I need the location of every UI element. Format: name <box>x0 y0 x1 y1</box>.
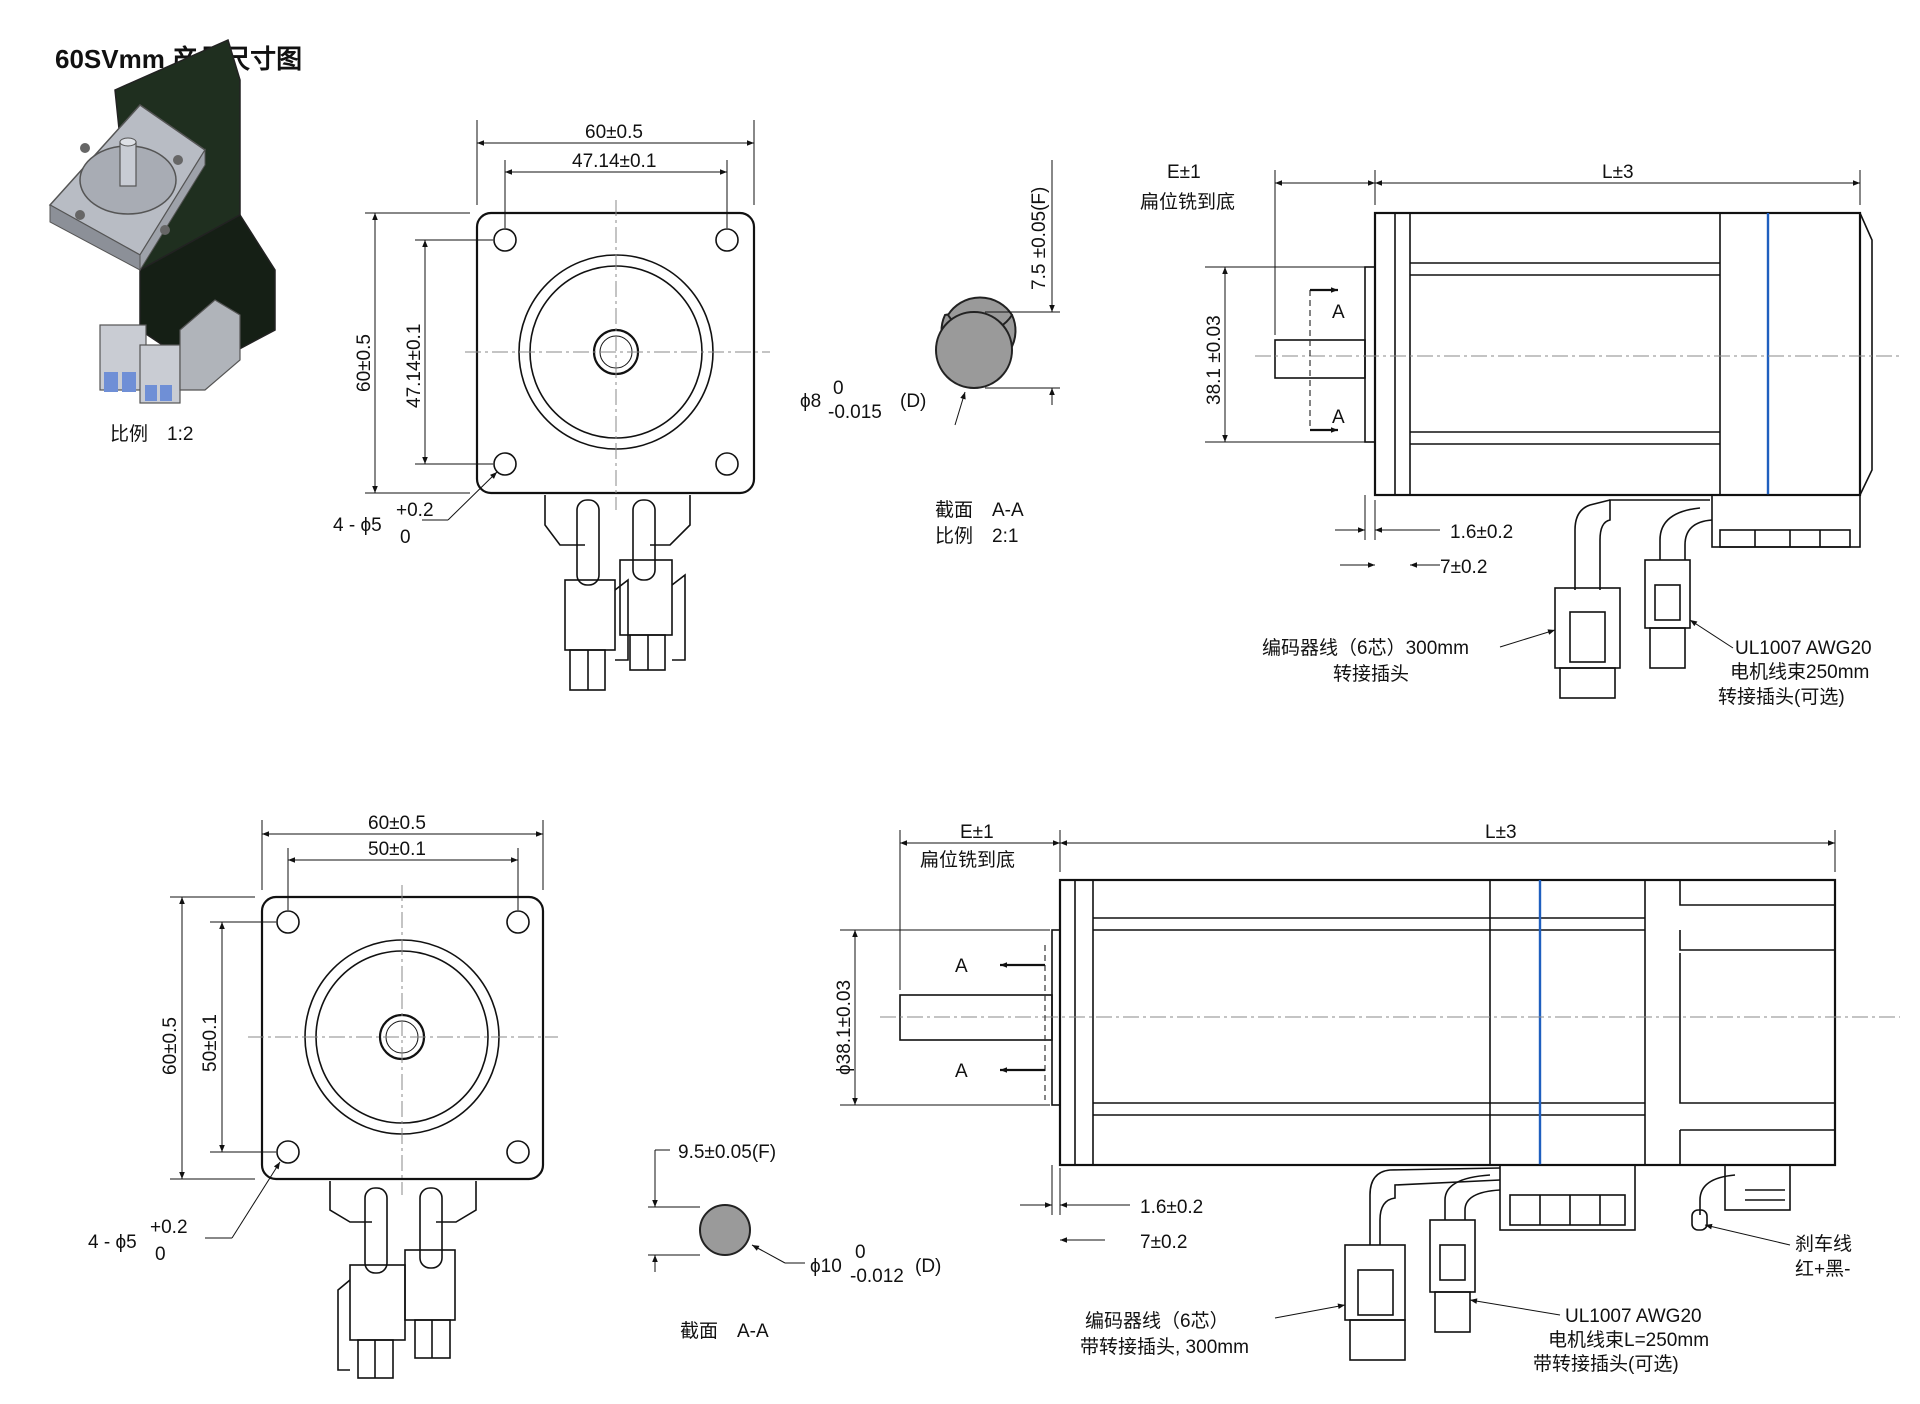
top-side-pilot-dim: 38.1 ±0.03 <box>1204 315 1225 405</box>
bottom-front-view <box>170 820 558 1379</box>
top-side-view <box>1205 170 1900 699</box>
bottom-front-height-dim: 60±0.5 <box>160 1017 181 1075</box>
top-side-flange-dim: 1.6±0.2 <box>1450 522 1513 543</box>
bottom-section-dia-tol-up: 0 <box>855 1242 866 1263</box>
bottom-side-7-dim: 7±0.2 <box>1140 1232 1187 1253</box>
top-front-holes-tol-down: 0 <box>400 527 411 548</box>
top-front-hole-v-dim: 47.14±0.1 <box>404 324 425 408</box>
top-side-section-mark-upper: A <box>1332 302 1345 323</box>
top-front-holes-tol-up: +0.2 <box>396 500 434 521</box>
bottom-side-section-mark-lower: A <box>955 1061 968 1082</box>
top-side-e-dim: E±1 <box>1167 162 1201 183</box>
bottom-side-pilot-dim: ϕ38.1±0.03 <box>834 980 855 1075</box>
top-shaft-section <box>935 160 1060 426</box>
bottom-front-width-dim: 60±0.5 <box>368 813 426 834</box>
bottom-section-flat-dim: 9.5±0.05(F) <box>678 1142 776 1163</box>
bottom-section-dia-suffix: (D) <box>915 1256 941 1277</box>
bottom-front-hole-v-dim: 50±0.1 <box>200 1014 221 1072</box>
bottom-side-motor-label-2: 电机线束L=250mm <box>1548 1329 1709 1351</box>
top-front-view <box>365 120 770 691</box>
bottom-side-e-note: 扁位铣到底 <box>920 849 1015 871</box>
top-front-height-dim: 60±0.5 <box>354 334 375 392</box>
bottom-section-dia-dim: ϕ10 <box>810 1256 842 1277</box>
motor-3d-view <box>48 38 276 404</box>
top-side-motor-label-2: 电机线束250mm <box>1730 661 1869 683</box>
bottom-side-brake-label-1: 刹车线 <box>1795 1233 1852 1255</box>
bottom-shaft-section <box>648 1149 805 1272</box>
bottom-side-section-mark-upper: A <box>955 956 968 977</box>
bottom-side-encoder-label-1: 编码器线（6芯） <box>1085 1310 1229 1332</box>
bottom-side-motor-label-3: 带转接插头(可选) <box>1533 1353 1679 1375</box>
bottom-side-e-dim: E±1 <box>960 822 994 843</box>
top-section-dia-tol-down: -0.015 <box>828 402 882 423</box>
top-section-dia-tol-up: 0 <box>833 378 844 399</box>
bottom-front-hole-h-dim: 50±0.1 <box>368 839 426 860</box>
scale-label-3d: 比例 1:2 <box>110 423 193 445</box>
top-side-l-dim: L±3 <box>1602 162 1634 183</box>
bottom-section-dia-tol-down: -0.012 <box>850 1266 904 1287</box>
bottom-section-title: 截面 A-A <box>680 1320 769 1342</box>
top-side-encoder-label-1: 编码器线（6芯）300mm <box>1262 637 1469 659</box>
top-front-width-dim: 60±0.5 <box>585 122 643 143</box>
bottom-front-holes-tol-down: 0 <box>155 1244 166 1265</box>
top-front-holes-dim: 4 - ϕ5 <box>333 515 382 536</box>
bottom-side-brake-label-2: 红+黑- <box>1795 1258 1850 1280</box>
bottom-side-motor-label-1: UL1007 AWG20 <box>1565 1306 1702 1327</box>
top-section-title: 截面 A-A <box>935 499 1024 521</box>
top-section-dia-dim: ϕ8 <box>800 391 821 412</box>
bottom-side-l-dim: L±3 <box>1485 822 1517 843</box>
top-section-scale: 比例 2:1 <box>935 525 1018 547</box>
bottom-side-view <box>840 830 1900 1361</box>
bottom-front-holes-tol-up: +0.2 <box>150 1217 188 1238</box>
bottom-side-flange-dim: 1.6±0.2 <box>1140 1197 1203 1218</box>
top-side-section-mark-lower: A <box>1332 407 1345 428</box>
top-side-motor-label-3: 转接插头(可选) <box>1718 686 1845 708</box>
top-section-flat-dim: 7.5 ±0.05(F) <box>1029 187 1050 290</box>
top-side-encoder-label-2: 转接插头 <box>1333 663 1409 685</box>
top-side-e-note: 扁位铣到底 <box>1140 191 1235 213</box>
top-side-7-dim: 7±0.2 <box>1440 557 1487 578</box>
top-side-motor-label-1: UL1007 AWG20 <box>1735 638 1872 659</box>
bottom-front-holes-dim: 4 - ϕ5 <box>88 1232 137 1253</box>
top-front-hole-h-dim: 47.14±0.1 <box>572 151 656 172</box>
bottom-side-encoder-label-2: 带转接插头, 300mm <box>1080 1336 1249 1358</box>
top-section-dia-suffix: (D) <box>900 391 926 412</box>
